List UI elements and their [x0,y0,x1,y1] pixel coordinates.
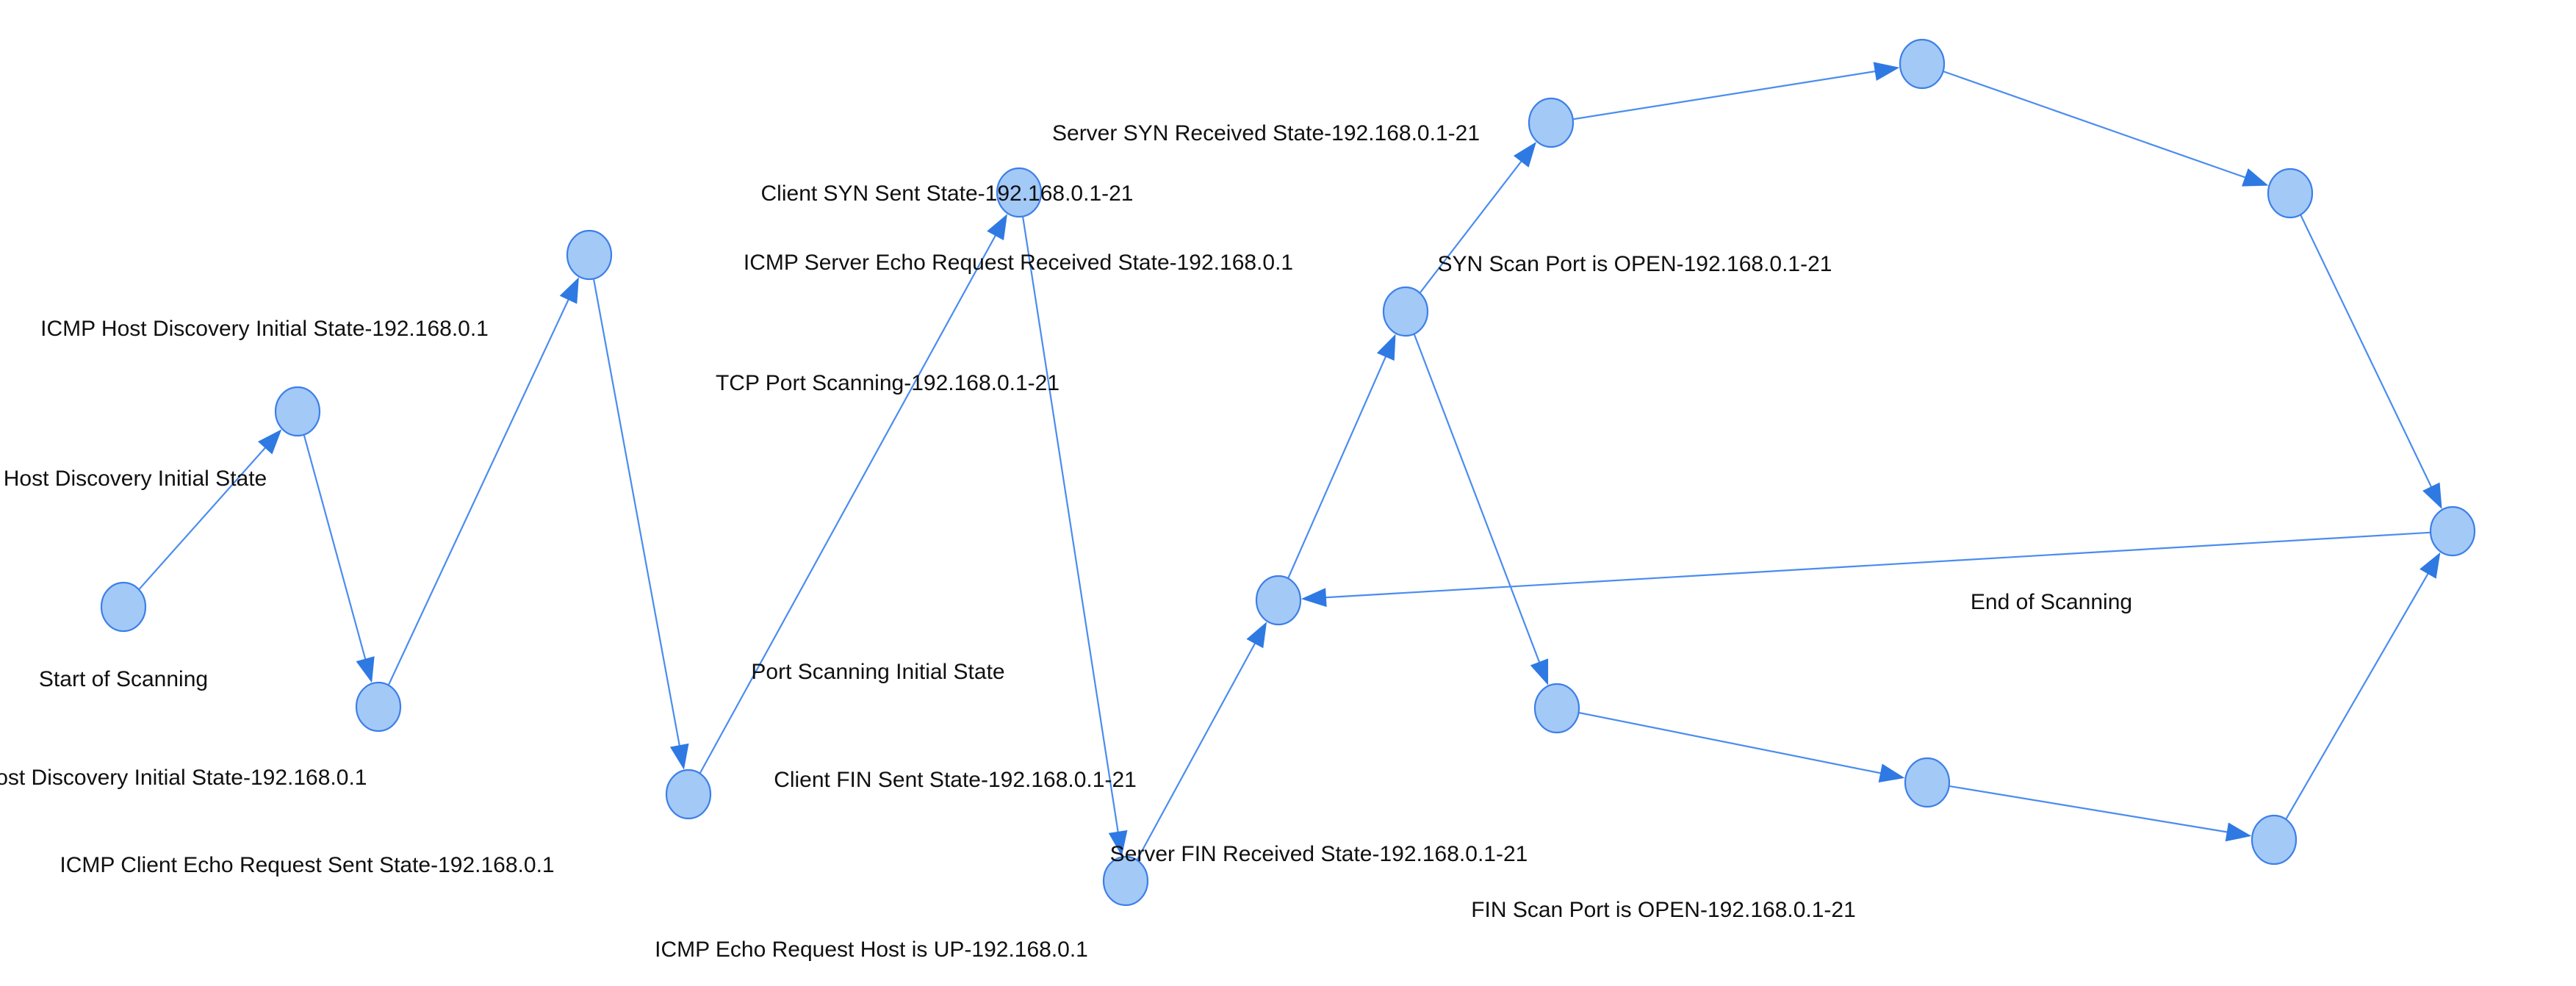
edge-hd_init_ip-to-icmp_hd_init [388,295,572,685]
node-label-end: End of Scanning [1970,590,2133,614]
edge-icmp_server_echo-to-icmp_host_up [1022,217,1120,836]
node-label-hd_init: Host Discovery Initial State [3,467,267,491]
arrowhead-client_syn-to-server_syn [1873,62,1900,82]
edge-end-to-ps_init [1321,531,2431,599]
node-label-icmp_host_up: ICMP Echo Request Host is UP-192.168.0.1 [655,938,1088,962]
edge-client_fin-to-server_fin [1579,712,1885,775]
node-label-tcp_ps: TCP Port Scanning-192.168.0.1-21 [715,371,1060,395]
arrowhead-fin_open-to-end [2420,552,2441,579]
node-label-icmp_hd_init: ICMP Host Discovery Initial State-192.16… [40,317,489,341]
node-client_fin[interactable] [1533,683,1580,734]
node-icmp_server_echo[interactable] [996,167,1043,218]
node-label-server_syn: Server SYN Received State-192.168.0.1-21 [1052,121,1480,145]
arrowhead-start-to-hd_init [258,429,282,455]
arrowhead-end-to-ps_init [1300,588,1327,608]
node-client_syn[interactable] [1528,97,1575,148]
node-label-syn_open: SYN Scan Port is OPEN-192.168.0.1-21 [1437,252,1832,276]
edge-server_fin-to-fin_open [1949,785,2231,834]
node-icmp_hd_init[interactable] [566,229,613,281]
node-server_fin[interactable] [1904,757,1951,808]
node-label-hd_init_ip: Host Discovery Initial State-192.168.0.1 [0,766,367,790]
node-label-start: Start of Scanning [38,667,209,691]
arrowhead-tcp_ps-to-client_syn [1513,141,1536,168]
nodes-layer [100,38,2476,907]
node-ps_init[interactable] [1255,575,1302,626]
node-hd_init_ip[interactable] [355,681,402,733]
arrowhead-hd_init_ip-to-icmp_hd_init [559,277,579,304]
arrowhead-client_fin-to-server_fin [1878,763,1905,782]
node-label-server_fin: Server FIN Received State-192.168.0.1-21 [1109,842,1528,866]
edge-start-to-hd_init [138,444,269,590]
node-server_syn[interactable] [1899,38,1946,90]
edge-tcp_ps-to-client_syn [1420,157,1525,293]
node-syn_open[interactable] [2267,168,2314,219]
edge-hd_init-to-hd_init_ip [303,435,367,663]
arrowhead-icmp_server_echo-to-icmp_host_up [1108,830,1128,857]
arrowhead-syn_open-to-end [2422,482,2442,509]
node-icmp_client_echo[interactable] [665,769,712,820]
edge-icmp_client_echo-to-icmp_server_echo [699,231,999,774]
node-label-client_fin: Client FIN Sent State-192.168.0.1-21 [774,768,1137,792]
node-label-ps_init: Port Scanning Initial State [751,660,1005,684]
edge-icmp_host_up-to-ps_init [1136,639,1258,860]
arrowhead-icmp_host_up-to-ps_init [1246,622,1267,649]
node-end[interactable] [2429,505,2476,557]
edge-server_syn-to-syn_open [1943,71,2250,180]
edge-fin_open-to-end [2285,569,2431,819]
node-hd_init[interactable] [274,386,321,437]
node-tcp_ps[interactable] [1382,286,1429,337]
arrowhead-tcp_ps-to-client_fin [1530,658,1549,685]
arrowhead-server_syn-to-syn_open [2242,168,2269,187]
node-icmp_host_up[interactable] [1102,855,1149,907]
node-label-fin_open: FIN Scan Port is OPEN-192.168.0.1-21 [1471,898,1856,922]
edge-client_syn-to-server_syn [1573,70,1879,120]
edge-icmp_hd_init-to-icmp_client_echo [593,279,681,750]
arrowhead-icmp_hd_init-to-icmp_client_echo [669,743,689,770]
node-start[interactable] [100,581,147,633]
node-label-client_syn: Client SYN Sent State-192.168.0.1-21 [760,181,1134,206]
node-fin_open[interactable] [2251,814,2298,866]
edge-ps_init-to-tcp_ps [1287,352,1389,578]
edge-tcp_ps-to-client_fin [1413,334,1542,666]
node-label-icmp_server_echo: ICMP Server Echo Request Received State-… [743,251,1294,275]
arrowhead-server_fin-to-fin_open [2225,822,2252,842]
node-label-icmp_client_echo: ICMP Client Echo Request Sent State-192.… [60,853,555,877]
arrowhead-ps_init-to-tcp_ps [1376,334,1396,361]
arrowhead-icmp_client_echo-to-icmp_server_echo [987,214,1007,241]
edge-syn_open-to-end [2300,215,2434,492]
edges-layer [138,62,2442,860]
arrowhead-hd_init-to-hd_init_ip [356,656,375,683]
